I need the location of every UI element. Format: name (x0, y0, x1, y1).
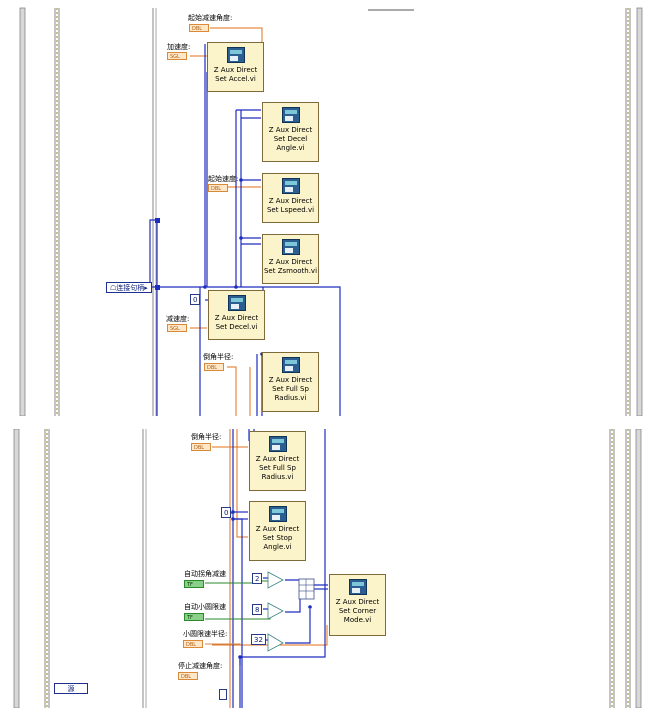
const-small-circle-radius[interactable]: DBL (183, 640, 203, 648)
vi-set-accel[interactable]: Z Aux Direct Set Accel.vi (207, 42, 264, 92)
bool-auto-corner-decel[interactable]: TF (184, 580, 204, 588)
label-decel: 减速度: (166, 315, 190, 323)
vi-icon (268, 506, 287, 522)
frame-right-bottom (609, 429, 642, 708)
block-diagram-top: 起始减速角度: DBL 加速度: SGL 起始速度: DBL 减速度: SGL … (19, 7, 643, 416)
bottom-wires-layer (13, 429, 642, 708)
label-small-circle-radius: 小圆限速半径: (183, 630, 228, 638)
label-accel: 加速度: (167, 43, 191, 51)
const-accel[interactable]: SGL (167, 52, 187, 60)
const-eight[interactable]: 8 (252, 604, 263, 615)
frame-left (19, 7, 157, 416)
vi-icon (226, 47, 245, 63)
select-nodes (267, 571, 284, 652)
label-stop-decel-angle: 停止减速角度: (178, 662, 223, 670)
or-node (298, 578, 315, 600)
label-start-speed: 起始速度: (208, 175, 239, 183)
const-two[interactable]: 2 (252, 573, 263, 584)
wire-junctions-bottom (231, 510, 312, 659)
vi-icon (281, 107, 300, 123)
vi-set-lspeed[interactable]: Z Aux Direct Set Lspeed.vi (262, 173, 319, 223)
label-chamfer-radius: 倒角半径: (203, 353, 234, 361)
frame-left-bottom (13, 429, 147, 708)
const-chamfer-radius[interactable]: DBL (204, 363, 224, 371)
label-auto-small-circle: 自动小圆限速 (184, 603, 226, 611)
vi-icon (268, 436, 287, 452)
vi-set-zsmooth[interactable]: Z Aux Direct Set Zsmooth.vi (262, 234, 319, 284)
vi-set-decel-angle[interactable]: Z Aux Direct Set Decel Angle.vi (262, 102, 319, 162)
block-diagram-bottom: 倒角半径: DBL Z Aux Direct Set Full Sp Radiu… (0, 429, 664, 708)
label-chamfer-radius-2: 倒角半径: (191, 433, 222, 441)
vi-icon (281, 357, 300, 373)
const-zero[interactable]: 0 (190, 294, 201, 305)
frame-right (625, 7, 643, 416)
source-indicator[interactable]: 源 (54, 683, 88, 694)
const-thirty-two[interactable]: 32 (251, 634, 266, 645)
circle-radius-wire (205, 643, 241, 645)
const-start-speed[interactable]: DBL (208, 184, 228, 192)
const-stop-decel-angle[interactable]: DBL (178, 672, 198, 680)
handle-control-label: 连接句柄 (116, 284, 145, 292)
top-wires-layer (19, 7, 643, 416)
const-start-decel-angle[interactable]: DBL (189, 24, 209, 32)
vi-set-full-sp-radius-2[interactable]: Z Aux Direct Set Full Sp Radius.vi (249, 431, 306, 491)
house-icon: ☖ (110, 284, 117, 292)
vi-icon (227, 295, 246, 311)
blue-wires-bottom (222, 429, 328, 708)
blue-wires (149, 44, 341, 416)
vi-set-stop-angle[interactable]: Z Aux Direct Set Stop Angle.vi (249, 501, 306, 561)
const-bottom-edge[interactable] (219, 689, 227, 700)
const-zero-2[interactable]: 0 (221, 507, 232, 518)
vi-set-decel[interactable]: Z Aux Direct Set Decel.vi (208, 290, 265, 340)
vi-set-full-sp-radius[interactable]: Z Aux Direct Set Full Sp Radius.vi (262, 352, 319, 412)
const-decel[interactable]: SGL (167, 324, 187, 332)
handle-control[interactable]: ☖连接句柄▸ (106, 282, 152, 293)
const-chamfer-radius-2[interactable]: DBL (191, 443, 211, 451)
vi-set-corner-mode[interactable]: Z Aux Direct Set Corner Mode.vi (329, 574, 386, 636)
vi-icon (348, 579, 367, 595)
label-start-decel-angle: 起始减速角度: (188, 14, 233, 22)
vi-icon (281, 239, 300, 255)
bool-auto-small-circle[interactable]: TF (184, 613, 204, 621)
label-auto-corner-decel: 自动拐角减速 (184, 570, 226, 578)
vi-icon (281, 178, 300, 194)
